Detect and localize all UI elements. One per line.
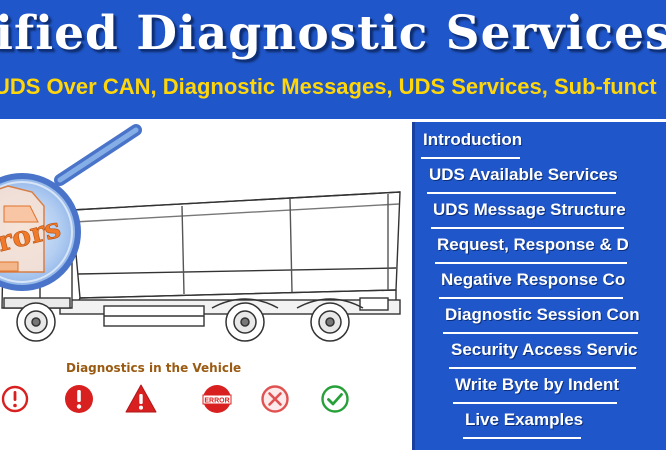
menu-item-label: UDS Available Services xyxy=(429,165,618,184)
page-title: nified Diagnostic Services (UD xyxy=(0,6,666,61)
wheels xyxy=(16,298,364,342)
header-banner: nified Diagnostic Services (UD UDS Over … xyxy=(0,0,666,122)
menu-item-negative-response[interactable]: Negative Response Co xyxy=(439,270,626,299)
menu-item-introduction[interactable]: Introduction xyxy=(421,130,523,159)
check-circle-icon xyxy=(321,385,349,413)
topics-menu: Introduction UDS Available Services UDS … xyxy=(412,122,666,450)
menu-item-label: UDS Message Structure xyxy=(433,200,626,219)
menu-item-live-examples[interactable]: Live Examples xyxy=(463,410,584,439)
error-label: ERROR xyxy=(204,398,229,405)
error-icon: ERROR xyxy=(202,385,232,413)
alert-circle-icon xyxy=(65,385,93,413)
menu-item-label: Negative Response Co xyxy=(441,270,626,289)
truck-illustration-panel: rors Diagnostics in the Vehicle ERROR xyxy=(0,122,412,450)
menu-item-label: Write Byte by Indent xyxy=(455,375,620,394)
menu-item-security-access[interactable]: Security Access Servic xyxy=(449,340,638,369)
menu-item-label: Diagnostic Session Con xyxy=(445,305,640,324)
truck-illustration: rors xyxy=(0,124,401,342)
menu-item-label: Live Examples xyxy=(465,410,584,429)
diagnostics-caption: Diagnostics in the Vehicle xyxy=(66,361,242,375)
magnifier-icon xyxy=(0,124,142,291)
menu-item-label: Introduction xyxy=(423,130,523,149)
menu-item-diagnostic-session[interactable]: Diagnostic Session Con xyxy=(443,305,640,334)
page-subtitle: UDS Over CAN, Diagnostic Messages, UDS S… xyxy=(0,74,657,99)
info-icon xyxy=(1,385,29,413)
close-circle-icon xyxy=(261,385,289,413)
dump-body xyxy=(71,191,401,309)
warning-icon xyxy=(125,384,157,413)
menu-item-request-response[interactable]: Request, Response & D xyxy=(435,235,629,264)
menu-item-available-services[interactable]: UDS Available Services xyxy=(427,165,618,194)
menu-item-message-structure[interactable]: UDS Message Structure xyxy=(431,200,626,229)
menu-item-label: Request, Response & D xyxy=(437,235,629,254)
menu-item-label: Security Access Servic xyxy=(451,340,638,359)
status-icons-row: ERROR xyxy=(0,382,412,426)
menu-item-write-byte[interactable]: Write Byte by Indent xyxy=(453,375,620,404)
